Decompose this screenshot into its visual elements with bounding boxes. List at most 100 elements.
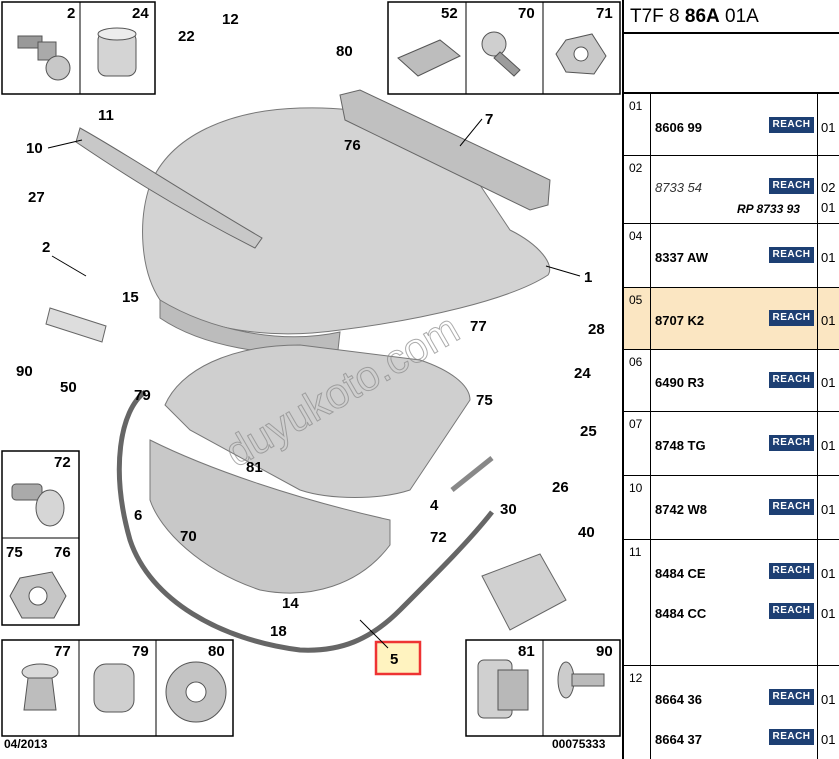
- part-reference: 8664 36: [655, 692, 702, 707]
- group-header: T7F 8 86A 01A: [624, 0, 839, 34]
- parts-diagram: 2 24 5 2 70 71 72 75 76 77 79 80: [1, 1, 621, 751]
- callout-75: 75: [476, 392, 493, 409]
- thumb-label-71: 71: [596, 5, 613, 22]
- row-index: 10: [624, 476, 651, 539]
- row-index: 04: [624, 224, 651, 287]
- quantity: 01: [821, 120, 836, 135]
- thumb-label-81: 81: [518, 643, 535, 660]
- qty-column: [817, 350, 839, 411]
- thumb-label-80: 80: [208, 643, 225, 660]
- part-reference: 8606 99: [655, 120, 702, 135]
- quantity: 02: [821, 180, 836, 195]
- header-group: 86A: [684, 6, 720, 27]
- row-index: 02: [624, 156, 651, 223]
- qty-column: [817, 540, 839, 665]
- callout-2: 2: [42, 239, 50, 256]
- callout-77: 77: [470, 318, 487, 335]
- quantity: 01: [821, 438, 836, 453]
- grommet-icon: [21, 663, 59, 711]
- reach-badge: REACH: [769, 247, 814, 263]
- part-reference: 8707 K2: [655, 313, 705, 328]
- part-reference: 8748 TG: [655, 438, 706, 453]
- reach-badge: REACH: [769, 499, 814, 515]
- header-separator: [624, 92, 839, 94]
- callout-80: 80: [336, 43, 353, 60]
- row-index: 01: [624, 94, 651, 155]
- table-row[interactable]: 11 8484 CE REACH 01 8484 CC REACH 01: [624, 540, 839, 666]
- header-prefix: T7F 8: [630, 6, 680, 27]
- thumb-label-2: 2: [67, 5, 75, 22]
- callout-26: 26: [552, 479, 569, 496]
- reach-badge: REACH: [769, 603, 814, 619]
- callout-76: 76: [344, 137, 361, 154]
- part-reference-alt: 8484 CC: [655, 606, 707, 621]
- row-index: 12: [624, 666, 651, 759]
- thumb-label-70: 70: [518, 5, 535, 22]
- callout-79: 79: [134, 387, 151, 404]
- reach-badge: REACH: [769, 729, 814, 745]
- clip-icon: [477, 659, 529, 719]
- screw-icon: [481, 31, 521, 77]
- quantity: 01: [821, 566, 836, 581]
- callout-6: 6: [134, 507, 142, 524]
- table-row[interactable]: 07 8748 TG REACH 01: [624, 412, 839, 476]
- table-row[interactable]: 12 8664 36 REACH 01 8664 37 REACH 01: [624, 666, 839, 759]
- reach-badge: REACH: [769, 435, 814, 451]
- quantity: 01: [821, 375, 836, 390]
- row-index: 06: [624, 350, 651, 411]
- quantity: 01: [821, 692, 836, 707]
- row-index: 07: [624, 412, 651, 475]
- callout-40: 40: [578, 524, 595, 541]
- reach-badge: REACH: [769, 689, 814, 705]
- quantity-alt: 01: [821, 606, 836, 621]
- thumb-label-24: 24: [132, 5, 149, 22]
- callout-22: 22: [178, 28, 195, 45]
- reach-badge: REACH: [769, 310, 814, 326]
- qty-column: [817, 666, 839, 759]
- rivet-icon: [557, 661, 605, 699]
- callout-5: 5: [390, 651, 398, 668]
- header-suffix: 01A: [725, 6, 759, 27]
- callout-1: 1: [584, 269, 592, 286]
- washer-icon: [165, 661, 227, 723]
- weatherstrip-seal: [116, 389, 494, 653]
- table-row[interactable]: 06 6490 R3 REACH 01: [624, 350, 839, 412]
- quantity: 01: [821, 502, 836, 517]
- part-reference-alt: 8664 37: [655, 732, 702, 747]
- thumb-label-76: 76: [54, 544, 71, 561]
- number-plate-trim: [149, 439, 391, 594]
- table-row[interactable]: 01 8606 99 REACH 01: [624, 94, 839, 156]
- strut: [450, 456, 494, 492]
- callout-15: 15: [122, 289, 139, 306]
- fastener-kit: [481, 553, 567, 631]
- thumb-label-77: 77: [54, 643, 71, 660]
- callout-90: 90: [16, 363, 33, 380]
- thumb-label-79: 79: [132, 643, 149, 660]
- diagram-date: 04/2013: [4, 737, 48, 751]
- callout-28: 28: [588, 321, 605, 338]
- callout-14: 14: [282, 595, 299, 612]
- part-reference: 8733 54: [655, 180, 702, 195]
- callout-30: 30: [500, 501, 517, 518]
- thumb-label-75: 75: [6, 544, 23, 561]
- table-row[interactable]: 10 8742 W8 REACH 01: [624, 476, 839, 540]
- callout-10: 10: [26, 140, 43, 157]
- reach-badge: REACH: [769, 372, 814, 388]
- qty-column: [817, 288, 839, 349]
- part-reference: 8742 W8: [655, 502, 708, 517]
- table-row[interactable]: 04 8337 AW REACH 01: [624, 224, 839, 288]
- callout-27: 27: [28, 189, 45, 206]
- part-reference: 8484 CE: [655, 566, 706, 581]
- table-row-selected[interactable]: 05 8707 K2 REACH 01: [624, 288, 839, 350]
- callout-70: 70: [180, 528, 197, 545]
- trim-bracket: [339, 89, 551, 211]
- callout-72: 72: [430, 529, 447, 546]
- parts-table: T7F 8 86A 01A 01 8606 99 REACH 01 02 873…: [622, 0, 839, 759]
- quantity: 01: [821, 313, 836, 328]
- inner-panel: [164, 344, 471, 498]
- flange-nut-icon: [9, 571, 67, 619]
- callout-24: 24: [574, 365, 591, 382]
- table-row[interactable]: 02 8733 54 REACH 02 RP 8733 93 01: [624, 156, 839, 224]
- replacement-reference: RP 8733 93: [737, 202, 800, 216]
- callout-50: 50: [60, 379, 77, 396]
